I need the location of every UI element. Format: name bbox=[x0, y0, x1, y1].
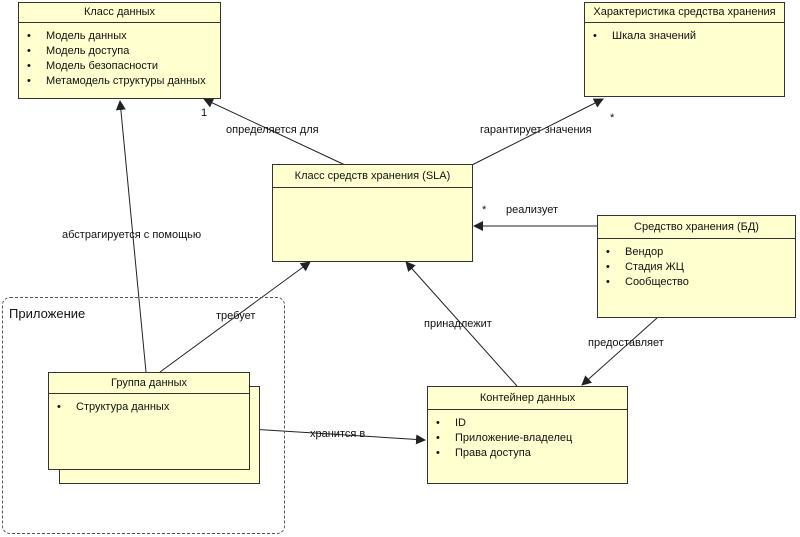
storage-characteristic-attributes: Шкала значений bbox=[585, 29, 784, 44]
data-group-attributes: Структура данных bbox=[49, 400, 249, 415]
class-data-class[interactable]: Класс данных Модель данных Модель доступ… bbox=[18, 2, 221, 99]
application-frame bbox=[2, 297, 285, 534]
edge-provides bbox=[581, 317, 658, 386]
edge-abstracted bbox=[115, 100, 147, 373]
multiplicity-many-sla: * bbox=[482, 204, 487, 216]
data-class-title: Класс данных bbox=[19, 3, 220, 23]
attribute-item: Приложение-владелец bbox=[436, 431, 627, 446]
attribute-item: Структура данных bbox=[57, 400, 249, 415]
multiplicity-one: 1 bbox=[201, 107, 208, 119]
edge-defined-for bbox=[203, 98, 346, 166]
label-abstracted: абстрагируется с помощью bbox=[62, 229, 202, 241]
label-implements: реализует bbox=[506, 204, 559, 216]
class-storage-characteristic[interactable]: Характеристика средства хранения Шкала з… bbox=[584, 2, 785, 97]
label-requires: требует bbox=[216, 310, 256, 322]
sla-class-title: Класс средств хранения (SLA) bbox=[273, 165, 472, 188]
label-guarantees: гарантирует значения bbox=[480, 124, 592, 136]
attribute-item: Шкала значений bbox=[593, 29, 784, 44]
attribute-item: Модель доступа bbox=[27, 44, 220, 59]
label-belongs: принадлежит bbox=[424, 318, 492, 330]
data-group-title: Группа данных bbox=[49, 373, 249, 394]
class-storage-db[interactable]: Средство хранения (БД) Вендор Стадия ЖЦ … bbox=[597, 215, 796, 318]
attribute-item: Модель безопасности bbox=[27, 59, 220, 74]
application-frame-title: Приложение bbox=[9, 306, 86, 321]
attribute-item: Сообщество bbox=[606, 275, 795, 290]
class-sla[interactable]: Класс средств хранения (SLA) bbox=[272, 164, 473, 262]
label-provides: предоставляет bbox=[588, 337, 664, 349]
label-defined-for: определяется для bbox=[226, 124, 319, 136]
attribute-item: Метамодель структуры данных bbox=[27, 74, 220, 89]
storage-characteristic-title: Характеристика средства хранения bbox=[585, 3, 784, 23]
edge-stored-in bbox=[249, 428, 426, 445]
attribute-item: Права доступа bbox=[436, 446, 627, 461]
data-class-attributes: Модель данных Модель доступа Модель безо… bbox=[19, 29, 220, 89]
class-data-group[interactable]: Группа данных Структура данных bbox=[48, 372, 250, 470]
storage-db-attributes: Вендор Стадия ЖЦ Сообщество bbox=[598, 245, 795, 290]
attribute-item: Вендор bbox=[606, 245, 795, 260]
attribute-item: Стадия ЖЦ bbox=[606, 260, 795, 275]
data-container-attributes: ID Приложение-владелец Права доступа bbox=[428, 416, 627, 461]
attribute-item: ID bbox=[436, 416, 627, 431]
storage-db-title: Средство хранения (БД) bbox=[598, 216, 795, 239]
data-container-title: Контейнер данных bbox=[428, 387, 627, 410]
attribute-item: Модель данных bbox=[27, 29, 220, 44]
edge-requires bbox=[159, 261, 311, 373]
edge-belongs bbox=[405, 261, 518, 387]
class-data-container[interactable]: Контейнер данных ID Приложение-владелец … bbox=[427, 386, 628, 484]
multiplicity-many-top: * bbox=[610, 112, 615, 124]
edge-guarantees bbox=[471, 98, 604, 166]
label-stored-in: хранится в bbox=[310, 428, 366, 440]
